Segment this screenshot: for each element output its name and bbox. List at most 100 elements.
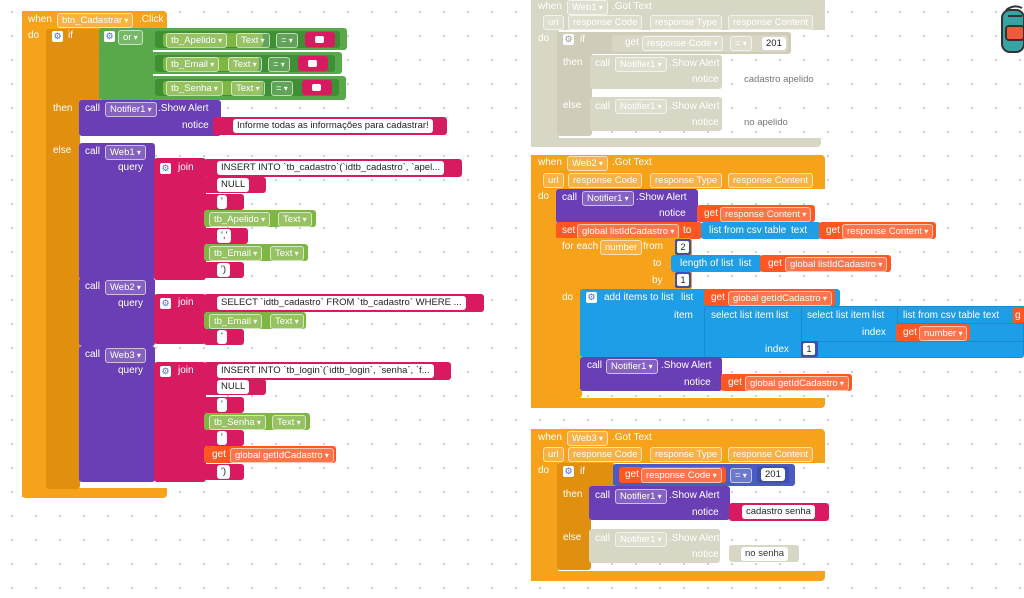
var-dropdown[interactable]: number: [919, 326, 968, 341]
get-param-block[interactable]: [1013, 307, 1024, 323]
comp-dropdown[interactable]: tb_Email: [166, 57, 220, 72]
length-of-list-block[interactable]: [671, 255, 762, 272]
method-name: .Show Alert: [661, 360, 712, 371]
var-dropdown[interactable]: global listIdCadastro: [785, 257, 888, 272]
param-response-type[interactable]: response Type: [650, 15, 723, 30]
web2-dropdown[interactable]: Web2: [105, 280, 146, 295]
number-value[interactable]: 1: [677, 274, 689, 286]
notifier-dropdown[interactable]: Notifier1: [615, 57, 667, 72]
op-dropdown[interactable]: =: [268, 57, 290, 72]
notifier-dropdown[interactable]: Notifier1: [615, 99, 667, 114]
comp-dropdown[interactable]: tb_Email: [209, 314, 263, 329]
param-response-content[interactable]: response Content: [728, 173, 813, 188]
var-dropdown[interactable]: response Code: [642, 36, 723, 51]
empty-string-field[interactable]: [308, 60, 317, 67]
join-block[interactable]: [154, 362, 206, 482]
string-value[interactable]: ': [217, 431, 227, 445]
param-response-type[interactable]: response Type: [650, 173, 723, 188]
prop-dropdown[interactable]: Text: [236, 33, 270, 48]
join-gear-icon[interactable]: ⚙: [160, 366, 171, 377]
string-value[interactable]: ': [217, 398, 227, 412]
var-dropdown[interactable]: global getIdCadastro: [728, 291, 832, 306]
param-url[interactable]: url: [543, 447, 564, 462]
param-response-type[interactable]: response Type: [650, 447, 723, 462]
or-gear-icon[interactable]: ⚙: [104, 31, 115, 42]
prop-dropdown[interactable]: Text: [272, 415, 306, 430]
param-response-content[interactable]: response Content: [728, 15, 813, 30]
prop-dropdown[interactable]: Text: [270, 246, 304, 261]
prop-dropdown[interactable]: Text: [228, 57, 262, 72]
join-block[interactable]: [154, 158, 206, 280]
var-dropdown[interactable]: global getIdCadastro: [230, 448, 334, 463]
string-value[interactable]: NULL: [217, 178, 250, 192]
comp-dropdown[interactable]: tb_Senha: [166, 81, 223, 96]
string-value[interactable]: ': [217, 195, 227, 209]
op-dropdown[interactable]: =: [730, 36, 752, 51]
param-dropdown[interactable]: response Content: [720, 207, 812, 222]
param-response-code[interactable]: response Code: [568, 447, 643, 462]
mutator-gear-icon[interactable]: ⚙: [52, 31, 63, 42]
web1-query-call[interactable]: [79, 143, 155, 279]
notifier-dropdown[interactable]: Notifier1: [606, 359, 658, 374]
web3-dropdown[interactable]: Web3: [105, 348, 146, 363]
component-dropdown[interactable]: btn_Cadastrar: [57, 13, 134, 28]
csv-table-block[interactable]: [701, 222, 821, 239]
param-response-content[interactable]: response Content: [728, 447, 813, 462]
comp-dropdown[interactable]: tb_Email: [209, 246, 263, 261]
notifier-dropdown[interactable]: Notifier1: [582, 191, 634, 206]
join-gear-icon[interactable]: ⚙: [160, 163, 171, 174]
string-value[interactable]: '): [217, 465, 230, 479]
string-value[interactable]: INSERT INTO `tb_login`(`idtb_login`, `se…: [217, 364, 434, 378]
op-dropdown[interactable]: =: [730, 468, 752, 483]
number-value[interactable]: 201: [761, 468, 785, 481]
empty-string-field[interactable]: [312, 84, 321, 91]
number-value[interactable]: 201: [762, 37, 786, 50]
prop-dropdown[interactable]: Text: [270, 314, 304, 329]
prop-dropdown[interactable]: Text: [278, 212, 312, 227]
param-dropdown[interactable]: response Content: [842, 224, 934, 239]
comp-dropdown[interactable]: tb_Senha: [209, 415, 266, 430]
component-dropdown[interactable]: Web1: [567, 0, 608, 15]
join-gear-icon[interactable]: ⚙: [160, 298, 171, 309]
param-url[interactable]: url: [543, 173, 564, 188]
string-value[interactable]: ': [217, 330, 227, 344]
notice-string[interactable]: cadastro apelido: [740, 73, 818, 87]
param-response-code[interactable]: response Code: [568, 15, 643, 30]
web3-query-call[interactable]: [79, 346, 155, 482]
param-dropdown[interactable]: response Code: [641, 468, 722, 483]
string-value[interactable]: ',': [217, 229, 232, 243]
notifier-dropdown[interactable]: Notifier1: [615, 489, 667, 504]
var-dropdown[interactable]: global listIdCadastro: [577, 224, 680, 239]
string-value[interactable]: SELECT `idtb_cadastro` FROM `tb_cadastro…: [217, 296, 466, 310]
or-dropdown[interactable]: or: [118, 30, 143, 45]
backpack-icon[interactable]: [996, 2, 1024, 60]
empty-string-field[interactable]: [315, 36, 324, 43]
op-dropdown[interactable]: =: [276, 33, 298, 48]
string-value[interactable]: NULL: [217, 380, 250, 394]
prop-dropdown[interactable]: Text: [231, 81, 265, 96]
component-dropdown[interactable]: Web2: [567, 156, 608, 171]
comp-dropdown[interactable]: tb_Apelido: [166, 33, 228, 48]
if-block[interactable]: [46, 29, 80, 489]
string-value[interactable]: '): [217, 263, 230, 277]
notice-string[interactable]: cadastro senha: [742, 505, 815, 519]
notice-string[interactable]: no senha: [741, 547, 789, 561]
loop-var[interactable]: number: [600, 240, 643, 255]
op-dropdown[interactable]: =: [271, 81, 293, 96]
notice-string[interactable]: no apelido: [740, 116, 792, 130]
number-value[interactable]: 2: [677, 241, 689, 253]
notice-string[interactable]: Informe todas as informações para cadast…: [233, 119, 433, 133]
mutator-gear-icon[interactable]: ⚙: [563, 34, 574, 45]
notifier-dropdown[interactable]: Notifier1: [105, 102, 157, 117]
var-dropdown[interactable]: global getIdCadastro: [745, 376, 849, 391]
web1-dropdown[interactable]: Web1: [105, 145, 146, 160]
param-url[interactable]: url: [543, 15, 564, 30]
mutator-gear-icon[interactable]: ⚙: [563, 466, 574, 477]
string-value[interactable]: INSERT INTO `tb_cadastro`(`idtb_cadastro…: [217, 161, 445, 175]
notifier-dropdown[interactable]: Notifier1: [615, 532, 667, 547]
number-value[interactable]: 1: [803, 343, 815, 355]
param-response-code[interactable]: response Code: [568, 173, 643, 188]
component-dropdown[interactable]: Web3: [567, 431, 608, 446]
add-items-gear-icon[interactable]: ⚙: [586, 292, 597, 303]
comp-dropdown[interactable]: tb_Apelido: [209, 212, 271, 227]
